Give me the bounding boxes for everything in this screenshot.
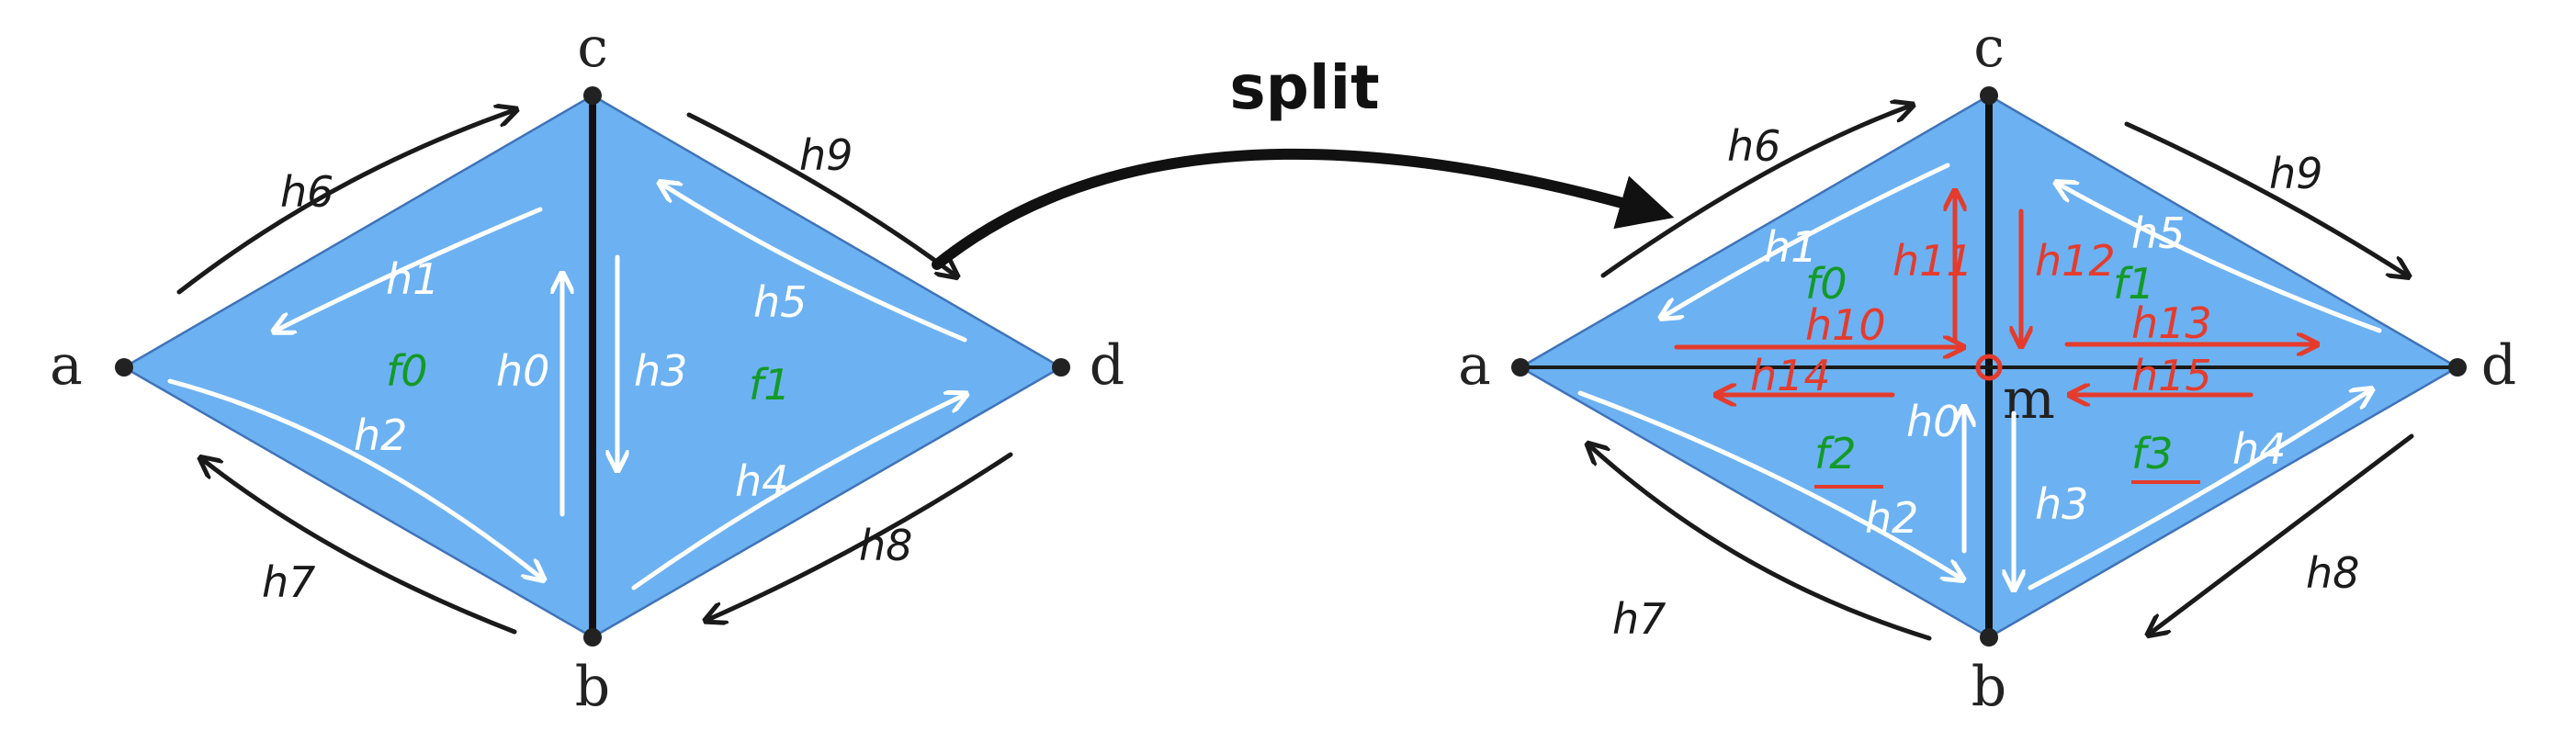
halfedge-label-h7-before: h7 <box>262 557 315 607</box>
halfedge-arrow-h8-before <box>707 452 1013 620</box>
halfedge-arrow-h8-after <box>2150 433 2414 634</box>
halfedge-arrow-h1-before <box>276 207 543 331</box>
halfedge-arrow-h5-after <box>2058 184 2382 333</box>
vertex-label-c-before: c <box>577 16 608 80</box>
halfedge-label-h3-after: h3 <box>2035 479 2088 529</box>
halfedge-arrow-h6-before <box>176 110 514 295</box>
halfedge-arrow-h6-after <box>1600 106 1911 278</box>
face-label-f1-after: f1 <box>2113 259 2154 309</box>
vertex-a-before <box>115 358 133 377</box>
vertex-label-d-before: d <box>1090 333 1124 398</box>
vertex-m-marker <box>1975 354 2003 381</box>
vertex-label-b-before: b <box>575 655 610 719</box>
mesh-after: a b c d m h1 h2 h0 h3 h4 h5 h10 h11 h12 … <box>1458 16 2516 719</box>
halfedge-arrow-h4-after <box>2028 390 2370 590</box>
split-operation: split <box>932 52 1675 270</box>
halfedge-arrow-h1-after <box>1663 163 1950 317</box>
halfedge-label-h9-after: h9 <box>2269 149 2322 198</box>
face-label-f1-before: f1 <box>749 360 790 410</box>
halfedge-label-h1-before: h1 <box>386 254 439 304</box>
halfedge-label-h15-after: h15 <box>2131 351 2212 400</box>
halfedge-label-h5-after: h5 <box>2131 208 2185 258</box>
halfedge-label-h12-after: h12 <box>2035 236 2116 286</box>
halfedge-label-h2-after: h2 <box>1865 493 1918 543</box>
halfedge-arrow-h9-before <box>686 112 955 276</box>
halfedge-arrow-h9-after <box>2124 121 2407 276</box>
face-label-f2-after: f2 <box>1814 429 1856 478</box>
halfedge-label-h13-after: h13 <box>2131 298 2212 348</box>
halfedge-arrow-h2-before <box>167 378 542 579</box>
halfedge-label-h1-after: h1 <box>1764 222 1817 272</box>
face-f0-before <box>124 96 593 637</box>
vertex-b-before <box>583 628 602 647</box>
vertex-c-before <box>583 86 602 105</box>
vertex-label-a-after: a <box>1458 333 1491 398</box>
halfedge-label-h10-after: h10 <box>1805 300 1886 350</box>
halfedge-label-h5-before: h5 <box>753 277 807 327</box>
vertex-d-before <box>1052 358 1070 377</box>
halfedge-label-h0-before: h0 <box>496 346 549 396</box>
halfedge-label-h14-after: h14 <box>1750 351 1831 400</box>
mesh-before: a b c d h1 h2 h0 h3 h4 h5 f0 f1 h6 h7 h8… <box>50 16 1124 719</box>
halfedge-label-h11-after: h11 <box>1892 236 1973 286</box>
vertex-label-m-after: m <box>2003 367 2055 432</box>
halfedge-label-h7-after: h7 <box>1612 594 1666 644</box>
vertex-b-after <box>1980 628 1998 647</box>
halfedge-label-h0-after: h0 <box>1906 397 1960 446</box>
split-arrow <box>932 148 1675 270</box>
face-label-f0-before: f0 <box>386 346 427 396</box>
halfedge-arrow-h7-after <box>1589 445 1932 641</box>
halfedge-arrow-h7-before <box>202 459 517 635</box>
vertex-c-after <box>1980 86 1998 105</box>
halfedge-label-h6-after: h6 <box>1727 121 1780 171</box>
halfedge-label-h4-before: h4 <box>735 456 788 506</box>
halfedge-label-h2-before: h2 <box>354 410 407 460</box>
halfedge-label-h4-after: h4 <box>2232 424 2286 474</box>
vertex-d-after <box>2448 358 2467 377</box>
face-f1-before <box>593 96 1061 637</box>
vertex-label-c-after: c <box>1973 16 2005 80</box>
halfedge-arrow-h2-after <box>1577 390 1961 579</box>
halfedge-arrow-h5-before <box>661 184 967 343</box>
halfedge-label-h9-before: h9 <box>799 130 853 180</box>
split-label: split <box>1229 52 1379 123</box>
face-label-f3-after: f3 <box>2131 429 2173 478</box>
vertex-label-a-before: a <box>50 333 83 398</box>
vertex-label-b-after: b <box>1972 655 2006 719</box>
halfedge-label-h3-before: h3 <box>634 346 687 396</box>
halfedge-label-h6-before: h6 <box>280 167 333 217</box>
vertex-a-after <box>1511 358 1530 377</box>
halfedge-arrow-h4-before <box>631 395 965 590</box>
halfedge-label-h8-after: h8 <box>2306 548 2359 598</box>
halfedge-label-h8-before: h8 <box>859 521 912 570</box>
face-label-f0-after: f0 <box>1805 259 1847 309</box>
vertex-label-d-after: d <box>2481 333 2516 398</box>
